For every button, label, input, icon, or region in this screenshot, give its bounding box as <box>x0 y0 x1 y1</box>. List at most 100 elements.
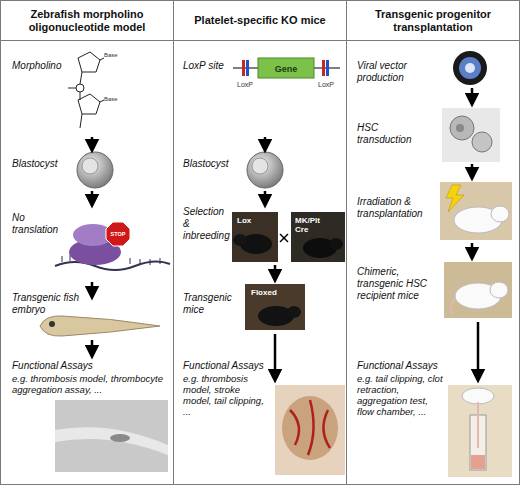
loxp-gene-construct <box>233 58 340 78</box>
step-arrow <box>91 137 94 146</box>
lox-mouse-photo <box>233 234 247 246</box>
morpholino-molecule <box>80 72 82 84</box>
thrombosis-photo <box>110 434 130 442</box>
step-label: Transgenic mice <box>183 292 239 316</box>
cre-mouse-photo <box>291 212 345 262</box>
step-label: Chimeric, transgenic HSC recipient mice <box>357 266 437 302</box>
step-arrow <box>274 334 277 376</box>
step-arrow <box>91 340 94 352</box>
assay-examples: e.g. thrombosis model, stroke model, tai… <box>183 373 271 417</box>
photo-label: Lox <box>237 216 267 225</box>
thrombosis-photo <box>55 400 168 472</box>
blastocyst-image <box>77 152 113 188</box>
assay-heading: Functional Assays <box>357 360 477 372</box>
hsc-cells-photo <box>472 132 492 152</box>
step-arrow <box>477 322 480 376</box>
ribosome-image <box>130 258 131 264</box>
hsc-cells-photo <box>442 108 500 162</box>
ribosome-image <box>62 256 63 262</box>
irradiated-mouse-photo <box>491 206 509 222</box>
assay-heading: Functional Assays <box>12 360 132 372</box>
fish-embryo-image <box>40 316 160 336</box>
ribosome-image <box>140 259 141 265</box>
irradiated-mouse-photo <box>446 185 464 212</box>
tail-clipping-photo <box>462 388 494 404</box>
cross-symbol <box>280 234 288 242</box>
step-label: Blastocyst <box>183 158 245 170</box>
hsc-cells-photo <box>456 124 464 132</box>
morpholino-molecule <box>78 52 100 72</box>
blastocyst-image <box>247 152 283 188</box>
gene-label: Gene <box>262 64 310 74</box>
step-label: Blastocyst <box>12 158 74 170</box>
ribosome-image <box>55 261 170 270</box>
cre-mouse-photo <box>291 212 345 262</box>
step-arrow <box>471 243 474 254</box>
step-label: Viral vector production <box>357 60 425 84</box>
thrombosis-photo <box>55 400 168 472</box>
assay-examples: e.g. thrombosis model, thrombocyte aggre… <box>12 373 168 395</box>
ribosome-image <box>106 222 130 246</box>
cross-symbol <box>280 234 288 242</box>
ribosome-image <box>150 259 151 265</box>
morpholino-molecule <box>78 94 100 114</box>
chimeric-mouse-photo <box>444 262 512 318</box>
tail-clipping-photo <box>477 402 479 448</box>
column-heading: Transgenic progenitor transplantation <box>347 1 519 41</box>
step-arrow <box>471 88 474 100</box>
step-arrow <box>264 137 267 146</box>
step-label: No translation <box>12 212 62 236</box>
chemical-label: Base <box>104 96 134 103</box>
step-arrow <box>471 164 474 174</box>
morpholino-molecule <box>68 88 76 89</box>
chimeric-mouse-photo <box>490 282 508 298</box>
fish-embryo-image <box>40 316 160 336</box>
step-label: HSC transduction <box>357 122 423 146</box>
chemical-label: Base <box>104 52 134 59</box>
irradiated-mouse-photo <box>440 182 512 240</box>
tail-clipping-photo <box>471 455 485 469</box>
floxed-mouse-photo <box>287 306 301 318</box>
hsc-cells-photo <box>450 116 474 140</box>
step-arrow <box>274 265 277 276</box>
step-label: Selection & inbreeding <box>183 206 231 242</box>
loxp-gene-construct <box>322 60 325 76</box>
morpholino-molecule <box>100 100 104 102</box>
morpholino-molecule <box>80 114 82 128</box>
step-arrow <box>91 191 94 201</box>
step-arrow <box>264 191 267 201</box>
assay-heading: Functional Assays <box>183 360 303 372</box>
viral-vector-icon <box>453 51 487 85</box>
morpholino-molecule <box>100 58 104 60</box>
morpholino-molecule <box>76 84 84 92</box>
stroke-model-photo <box>275 385 345 475</box>
cross-symbol <box>280 234 288 242</box>
loxp-gene-construct <box>242 60 245 76</box>
loxp-label: LoxP <box>230 81 260 89</box>
stroke-model-photo <box>290 400 330 455</box>
viral-vector-icon <box>459 57 481 79</box>
chimeric-mouse-photo <box>444 262 512 318</box>
blastocyst-image <box>77 152 113 188</box>
floxed-mouse-photo <box>245 284 305 330</box>
assay-examples: e.g. tail clipping, clot retraction, agg… <box>357 373 443 417</box>
step-arrow <box>92 88 478 376</box>
tail-clipping-photo <box>448 385 512 477</box>
loxp-gene-construct <box>326 60 329 76</box>
blastocyst-image <box>82 158 98 174</box>
step-label: Transgenic fish embryo <box>12 292 88 316</box>
loxp-gene-construct <box>246 60 249 76</box>
column-heading: Zebrafish morpholino oligonucleotide mod… <box>1 1 173 41</box>
step-label: LoxP site <box>183 60 231 72</box>
step-arrow <box>91 282 94 293</box>
lox-mouse-photo <box>232 212 278 262</box>
column-heading: Platelet-specific KO mice <box>174 1 346 41</box>
ribosome-image <box>160 258 161 264</box>
viral-vector-icon <box>465 63 475 73</box>
stop-sign-text: STOP <box>108 231 128 237</box>
lox-mouse-photo <box>232 212 278 262</box>
ribosome-image <box>55 222 170 270</box>
photo-label: MK/Plt Cre <box>295 216 335 234</box>
